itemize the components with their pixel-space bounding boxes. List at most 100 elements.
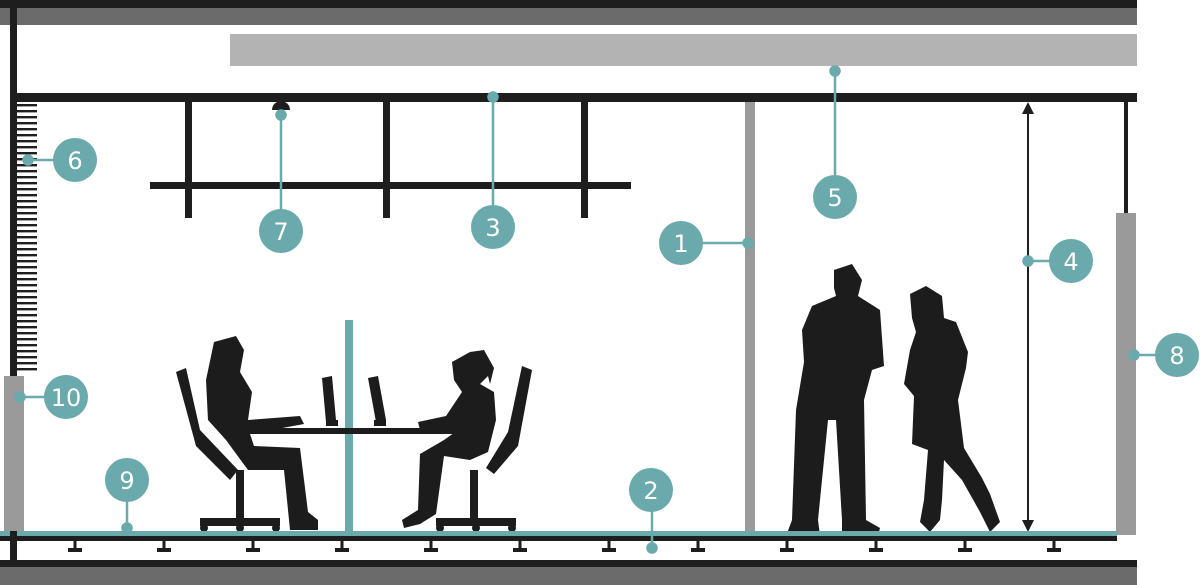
leader-lines: [14, 65, 1160, 554]
hatch-line: [17, 134, 37, 137]
pedestal-stem: [73, 541, 77, 549]
hatch-line: [17, 116, 37, 119]
hatch-line: [17, 176, 37, 179]
raised-floor-surface: [0, 531, 1117, 536]
left-column-lower: [10, 531, 17, 560]
pedestal-foot: [958, 548, 972, 552]
marker-circle: [259, 209, 303, 253]
pedestal-stem: [963, 541, 967, 549]
people-silhouettes: [786, 264, 1000, 536]
hatch-line: [17, 200, 37, 203]
hatch-line: [17, 248, 37, 251]
hatch-line: [17, 230, 37, 233]
hatch-line: [17, 296, 37, 299]
glass-partition: [745, 102, 755, 534]
marker-circle: [813, 175, 857, 219]
marker-6: 6: [53, 138, 97, 182]
marker-circle: [105, 458, 149, 502]
hatch-line: [17, 122, 37, 125]
hatch-line: [17, 254, 37, 257]
hatch-line: [17, 290, 37, 293]
marker-circle: [471, 205, 515, 249]
floor-pedestals: [68, 541, 1061, 552]
pedestal-stem: [162, 541, 166, 549]
floor-deck: [0, 536, 1117, 541]
desk-screen: [345, 320, 353, 531]
marker-circle: [44, 375, 88, 419]
marker-3: 3: [471, 205, 515, 249]
hatch-line: [17, 284, 37, 287]
marker-label: 5: [827, 184, 842, 212]
pedestal-foot: [246, 548, 260, 552]
pedestal-foot: [513, 548, 527, 552]
facade-panel-left: [4, 376, 24, 531]
marker-label: 6: [67, 147, 82, 175]
marker-9: 9: [105, 458, 149, 502]
ceiling-light-icon: [272, 101, 290, 110]
hatch-line: [17, 338, 37, 341]
marker-label: 2: [643, 477, 658, 505]
marker-label: 3: [485, 214, 500, 242]
hatch-line: [17, 332, 37, 335]
marker-1: 1: [659, 221, 703, 265]
pedestal-stem: [696, 541, 700, 549]
marker-label: 10: [51, 384, 82, 412]
pedestal-stem: [874, 541, 878, 549]
hatch-line: [17, 206, 37, 209]
marker-circle: [1155, 333, 1199, 377]
marker-label: 8: [1169, 342, 1184, 370]
marker-7: 7: [259, 209, 303, 253]
pedestal-stem: [518, 541, 522, 549]
marker-10: 10: [44, 375, 88, 419]
dimension-arrow-icon: [1022, 102, 1034, 532]
hatch-line: [17, 356, 37, 359]
pedestal-stem: [1052, 541, 1056, 549]
pedestal-foot: [1047, 548, 1061, 552]
hatch-line: [17, 242, 37, 245]
lower-slab-band: [0, 567, 1137, 585]
pedestal-foot: [335, 548, 349, 552]
marker-4: 4: [1049, 239, 1093, 283]
hatch-line: [17, 362, 37, 365]
pedestal-stem: [340, 541, 344, 549]
hatch-line: [17, 344, 37, 347]
hatch-line: [17, 128, 37, 131]
pedestal-stem: [785, 541, 789, 549]
ceiling-grid: [150, 102, 631, 218]
facade-panel-right: [1116, 213, 1136, 535]
hatch-line: [17, 302, 37, 305]
hatch-line: [17, 110, 37, 113]
marker-label: 7: [273, 218, 288, 246]
hatch-line: [17, 146, 37, 149]
suspended-panel: [230, 34, 1137, 66]
hatch-line: [17, 104, 37, 107]
marker-2: 2: [629, 468, 673, 512]
facade-hatch: [17, 104, 37, 371]
hatch-line: [17, 326, 37, 329]
pedestal-foot: [691, 548, 705, 552]
marker-circle: [659, 221, 703, 265]
hatch-line: [17, 320, 37, 323]
hatch-line: [17, 272, 37, 275]
hatch-line: [17, 266, 37, 269]
marker-circle: [629, 468, 673, 512]
pedestal-foot: [602, 548, 616, 552]
hatch-line: [17, 212, 37, 215]
upper-slab: [0, 0, 1137, 8]
pedestal-stem: [251, 541, 255, 549]
right-mullion: [1124, 102, 1128, 214]
pedestal-foot: [780, 548, 794, 552]
hatch-line: [17, 368, 37, 371]
pedestal-foot: [68, 548, 82, 552]
pedestal-stem: [607, 541, 611, 549]
pedestal-foot: [869, 548, 883, 552]
marker-circle: [53, 138, 97, 182]
hatch-line: [17, 224, 37, 227]
desk-workers-silhouettes: [176, 336, 532, 532]
marker-8: 8: [1155, 333, 1199, 377]
hatch-line: [17, 188, 37, 191]
ceiling-beam: [10, 93, 1137, 102]
pedestal-stem: [429, 541, 433, 549]
marker-label: 1: [673, 230, 688, 258]
